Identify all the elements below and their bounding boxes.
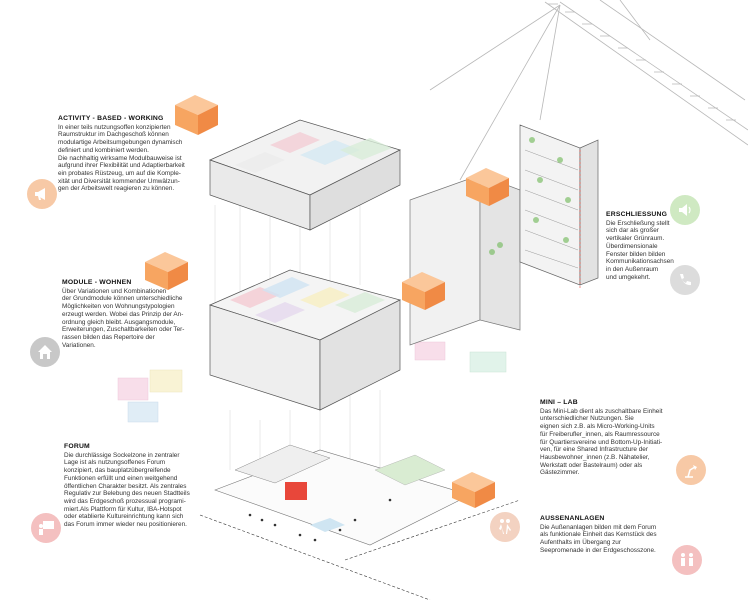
- walking-people-icon: [490, 512, 520, 542]
- residential-module-floors: [209, 269, 401, 411]
- forum-text-block: FORUM Die durchlässige Sockelzone in zen…: [64, 443, 204, 529]
- minilab-title: MINI – LAB: [540, 399, 578, 406]
- aussenanlagen-text-block: AUSSENANLAGEN Die Außenanlagen bilden mi…: [540, 515, 678, 555]
- people-icon: [672, 545, 702, 575]
- module-text-block: MODULE - WOHNEN Über Variationen und Kom…: [62, 279, 212, 349]
- erschliessung-title: ERSCHLIESSUNG: [606, 211, 668, 218]
- ground-floor-forum: [199, 444, 521, 600]
- activity-text-block: ACTIVITY - BASED - WORKING In einer teil…: [58, 115, 208, 193]
- activity-title: ACTIVITY - BASED - WORKING: [58, 115, 164, 122]
- circulation-tower: [489, 124, 599, 290]
- roof-floor-building: [209, 119, 401, 231]
- aussenanlagen-body: Die Außenanlagen bilden mit dem Forum al…: [540, 523, 657, 554]
- orange-module-middle: [145, 252, 188, 290]
- orange-module-top: [175, 95, 218, 135]
- minilab-text-block: MINI – LAB Das Mini-Lab dient als zuscha…: [540, 399, 680, 477]
- aussenanlagen-title: AUSSENANLAGEN: [540, 515, 605, 522]
- presentation-icon: [31, 513, 61, 543]
- erschliessung-text-block: ERSCHLIESSUNG Die Erschließung stellt si…: [606, 211, 686, 281]
- desk-lamp-icon: [676, 455, 706, 485]
- minilab-body: Das Mini-Lab dient als zuschaltbare Einh…: [540, 407, 663, 477]
- floating-modules: [117, 341, 507, 423]
- orange-module-hanging: [466, 168, 509, 206]
- module-title: MODULE - WOHNEN: [62, 279, 132, 286]
- central-wall: [409, 174, 521, 346]
- phone-icon: [670, 265, 700, 295]
- house-icon: [30, 337, 60, 367]
- activity-body: In einer teils nutzungsoffen konzipierte…: [58, 123, 185, 193]
- module-body: Über Variationen und Kombinationen der G…: [62, 287, 185, 349]
- orange-module-right: [402, 272, 445, 310]
- forum-body: Die durchlässige Sockelzone in zentraler…: [64, 451, 190, 529]
- forum-title: FORUM: [64, 443, 90, 450]
- orange-module-bottom: [452, 472, 495, 508]
- speaker-icon: [670, 195, 700, 225]
- megaphone-icon: [27, 179, 57, 209]
- orange-module-boxes: [145, 95, 509, 508]
- crane-structure: [429, 0, 748, 181]
- erschliessung-body: Die Erschließung stellt sich dar als gro…: [606, 219, 674, 281]
